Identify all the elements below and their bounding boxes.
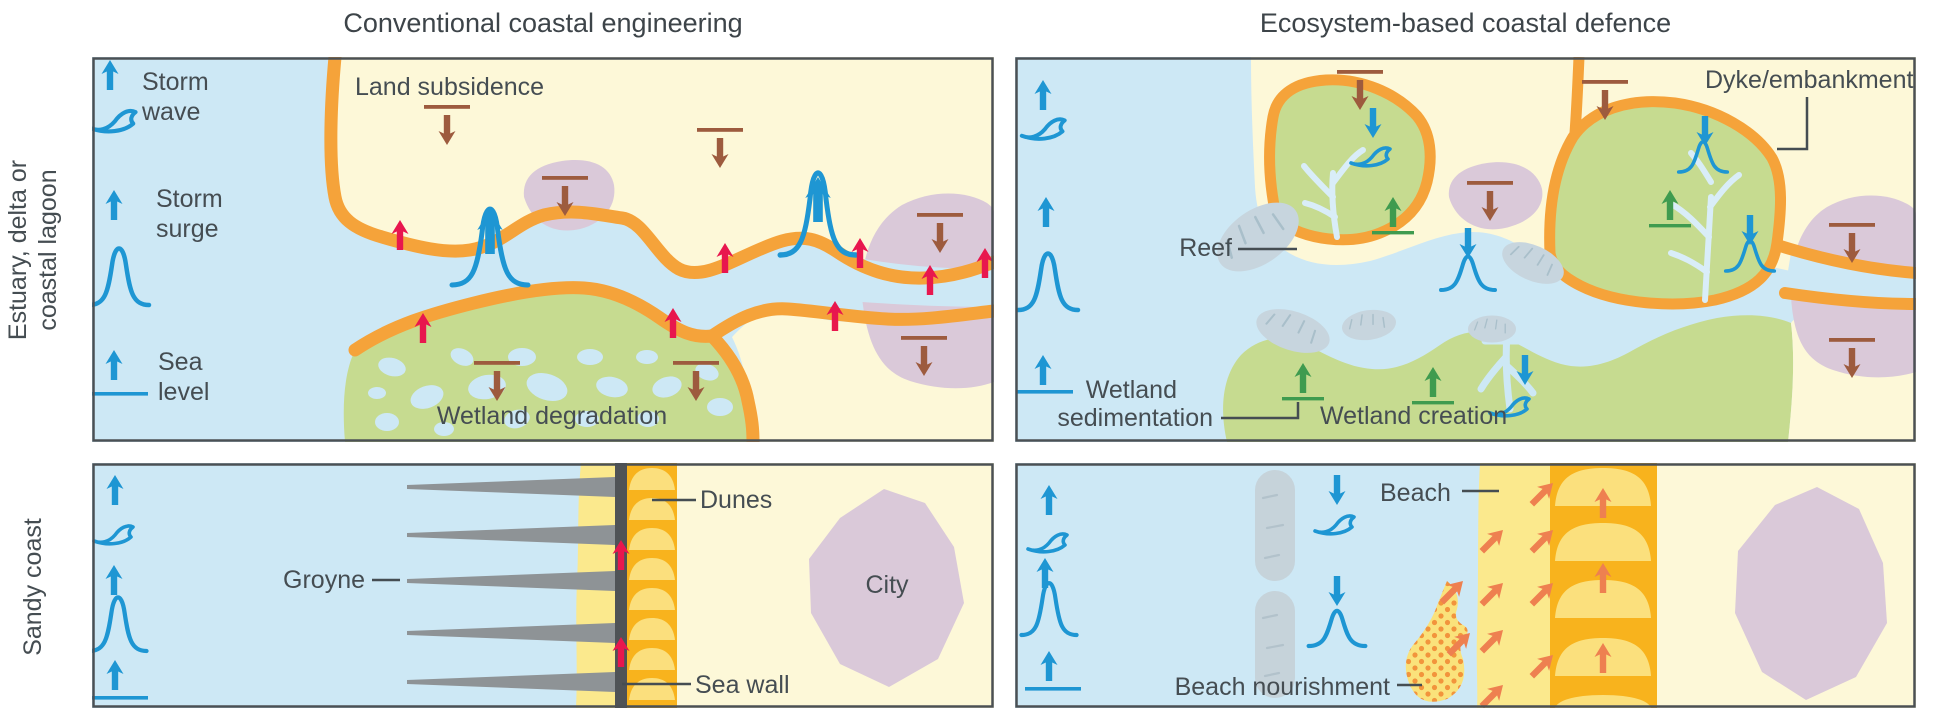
legend-storm-wave-line2: wave — [141, 98, 200, 126]
dune-humps — [1555, 468, 1651, 708]
reef-hatches — [1261, 493, 1285, 678]
polder-creeks — [1301, 147, 1366, 240]
wetland-creation-polder — [1544, 96, 1786, 310]
reef-icon — [1467, 314, 1517, 344]
city-blob-small — [1448, 162, 1543, 230]
wetland-degradation-label: Wetland degradation — [437, 402, 667, 430]
panel-conventional-sandy: City Groyne Dunes Sea wall — [92, 463, 994, 708]
title-ecosystem: Ecosystem-based coastal defence — [1259, 8, 1672, 38]
wetland-sedimentation-connector — [1221, 402, 1300, 420]
dyke-line — [1569, 57, 1585, 134]
dyke-connector — [1777, 97, 1809, 151]
dyke-embankment-label: Dyke/embankment — [1705, 66, 1913, 94]
sea-wall-label: Sea wall — [695, 671, 790, 699]
row-label-estuary-line1: Estuary, delta or — [4, 159, 32, 341]
legend-sea-level-line1: Sea — [158, 348, 203, 376]
beach-strip — [1476, 463, 1550, 708]
legend-sea-level-line2: level — [158, 378, 209, 406]
row-label-estuary: Estuary, delta or coastal lagoon — [4, 125, 64, 375]
beach-nourishment-blob — [1405, 581, 1468, 702]
legend-storm-surge-line2: surge — [156, 215, 219, 243]
wetland-creation-label: Wetland creation — [1320, 402, 1507, 430]
row-label-sandy-coast: Sandy coast — [19, 518, 47, 656]
panel-ecosystem-estuary: Reef Dyke/embankment Wetland sedimentati… — [1015, 57, 1916, 442]
sea-level-line-icon — [92, 392, 148, 396]
legend-storm-surge-line1: Storm — [156, 185, 223, 213]
panel-ecosystem-sandy: Beach Beach nourishment — [1015, 463, 1916, 708]
city-label: City — [865, 571, 909, 599]
dune-humps — [629, 468, 675, 700]
sea-level-line-icon — [92, 696, 148, 700]
panel-border — [1015, 463, 1916, 708]
legend: Storm wave Storm surge Sea level — [92, 60, 223, 406]
panel-border — [1015, 57, 1916, 442]
beach-nourishment-label: Beach nourishment — [1175, 673, 1390, 701]
sea-level-line-icon — [1017, 390, 1073, 394]
panel-border — [92, 57, 994, 442]
row-label-estuary-line2: coastal lagoon — [33, 169, 62, 331]
wetland-sedimentation-label-line2: sedimentation — [1057, 404, 1213, 432]
wetland-sedimentation-label-line1: Wetland — [1086, 376, 1177, 404]
groyne-label: Groyne — [283, 566, 365, 594]
land-subsidence-label: Land subsidence — [355, 73, 544, 101]
dunes-label: Dunes — [700, 486, 772, 514]
panel-conventional-estuary: Storm wave Storm surge Sea level Land su… — [92, 57, 994, 442]
groynes — [407, 477, 615, 692]
polder-creeks — [1668, 150, 1742, 303]
legend-storm-wave-line1: Storm — [142, 68, 209, 96]
city-blob — [809, 489, 964, 687]
panel-border — [92, 463, 994, 708]
dyke-lines — [324, 57, 994, 442]
river-bank-dykes — [1771, 239, 1916, 310]
beach-label: Beach — [1380, 479, 1451, 507]
wetland — [343, 287, 753, 442]
title-conventional: Conventional coastal engineering — [343, 8, 743, 38]
sea-wall-structure — [615, 463, 627, 708]
reef-label: Reef — [1179, 234, 1232, 262]
river-channel — [1785, 253, 1916, 302]
city-blob — [1735, 487, 1887, 700]
sea-level-line-icon — [1025, 687, 1081, 691]
